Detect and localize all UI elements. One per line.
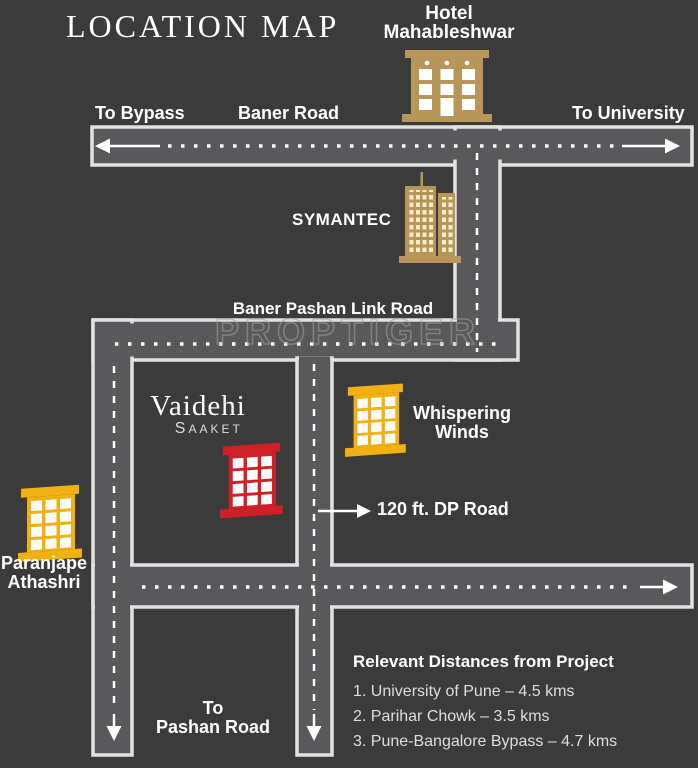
hotel-label: Hotel Mahableshwar	[384, 4, 515, 42]
paranjape-building-icon	[18, 484, 82, 562]
project-logo: Vaidehi SAAKET	[150, 392, 246, 438]
whispering-winds-building-icon	[345, 383, 406, 457]
paranjape-line1: Paranjape	[0, 553, 88, 573]
pashan-road-line2: Pashan Road	[155, 717, 271, 738]
page-title: LOCATION MAP	[66, 8, 340, 44]
dp-road-arrow-icon	[357, 504, 371, 518]
distance-item-1: 1. University of Pune – 4.5 kms	[353, 683, 575, 700]
hotel-label-line2: Mahableshwar	[383, 22, 515, 43]
hotel-building-icon	[402, 50, 492, 122]
distances-heading: Relevant Distances from Project	[353, 652, 614, 671]
baner-road-label: Baner Road	[238, 103, 340, 123]
to-bypass-label: To Bypass	[95, 103, 185, 123]
project-name: Vaidehi	[150, 390, 246, 422]
whispering-winds-line2: Winds	[435, 422, 489, 443]
pashan-road-line1: To	[202, 698, 224, 718]
distances-panel: Relevant Distances from Project 1. Unive…	[353, 652, 617, 754]
left-vertical-road	[91, 318, 134, 757]
pashan-road-label: To Pashan Road	[155, 698, 271, 738]
paranjape-label: Paranjape Athashri	[0, 553, 88, 593]
left-road-down-arrow-icon	[106, 726, 122, 741]
project-subname: SAAKET	[174, 420, 243, 437]
arrowheads	[95, 138, 680, 741]
whispering-winds-label: Whispering Winds	[413, 403, 511, 443]
whispering-winds-line1: Whispering	[413, 403, 511, 423]
distance-item-2: 2. Parihar Chowk – 3.5 kms	[353, 708, 550, 725]
road-centerlines	[107, 144, 667, 729]
west-arrow-icon	[95, 138, 110, 154]
east-arrow-icon	[665, 138, 680, 154]
link-road-label: Baner Pashan Link Road	[232, 299, 434, 318]
symantec-label: SYMANTEC	[292, 210, 392, 229]
symantec-building-icon	[399, 172, 461, 263]
to-university-label: To University	[572, 103, 685, 123]
paranjape-line2: Athashri	[7, 572, 81, 593]
hotel-label-line1: Hotel	[425, 3, 473, 24]
project-building-icon	[220, 442, 283, 519]
center-road-down-arrow-icon	[306, 726, 322, 741]
dp-road-label: 120 ft. DP Road	[377, 499, 509, 519]
baner-road	[90, 125, 694, 167]
bottom-road-east-arrow-icon	[663, 579, 678, 595]
distance-item-3: 3. Pune-Bangalore Bypass – 4.7 kms	[353, 733, 618, 750]
